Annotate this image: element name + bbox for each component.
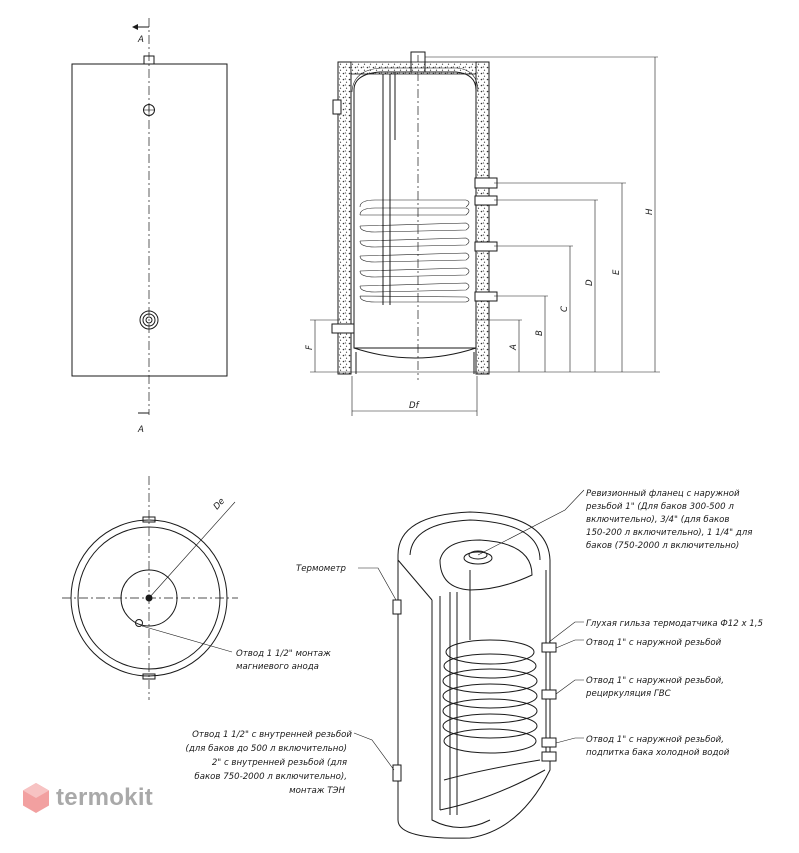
- svg-text:Отвод 1" с наружной резьбой,: Отвод 1" с наружной резьбой,: [586, 735, 724, 745]
- watermark-logo: termokit: [22, 782, 153, 814]
- dim-df: Df: [409, 401, 421, 411]
- outer-circle: [70, 519, 228, 677]
- callout-heater: Отвод 1 1/2" с внутренней резьбой (для б…: [185, 730, 352, 796]
- svg-text:магниевого анода: магниевого анода: [236, 662, 319, 672]
- thermometer-icon: [143, 104, 155, 116]
- heating-coil: [359, 199, 470, 303]
- callout-anode: Отвод 1 1/2" монтаж магниевого анода: [236, 649, 331, 672]
- dim-c: C: [560, 306, 570, 312]
- callout-flange: Ревизионный фланец с наружной резьбой 1"…: [585, 489, 752, 551]
- svg-text:рециркуляция ГВС: рециркуляция ГВС: [585, 689, 671, 699]
- heater-port-icon: [139, 310, 159, 330]
- svg-text:резьбой 1" (Для баков 300-500: резьбой 1" (Для баков 300-500 л: [585, 502, 734, 512]
- svg-text:Ревизионный фланец с наружной: Ревизионный фланец с наружной: [586, 489, 740, 499]
- callout-outlet-recirc: Отвод 1" с наружной резьбой, рециркуляци…: [585, 676, 724, 699]
- svg-text:2" с внутренней резьбой (для: 2" с внутренней резьбой (для: [212, 758, 347, 768]
- section-mark-top: A: [137, 35, 144, 45]
- dim-de: De: [212, 496, 227, 512]
- callout-outlet-cold: Отвод 1" с наружной резьбой, подпитка ба…: [586, 735, 730, 758]
- callout-thermometer: Термометр: [296, 564, 347, 574]
- callout-thermo-sleeve: Глухая гильза термодатчика Ф12 х 1,5: [586, 619, 763, 629]
- insulation-right: [475, 61, 490, 375]
- section-mark-bottom: A: [137, 425, 144, 435]
- watermark-text: termokit: [56, 784, 154, 811]
- svg-text:Отвод 1 1/2" монтаж: Отвод 1 1/2" монтаж: [236, 649, 331, 659]
- anode-port-icon: [135, 619, 143, 627]
- dim-h: H: [645, 208, 655, 215]
- insulation-left: [337, 61, 352, 375]
- dim-e: E: [612, 269, 622, 275]
- callout-outlet-1: Отвод 1" с наружной резьбой: [586, 638, 722, 648]
- svg-text:баков (750-2000 л включительно: баков (750-2000 л включительно): [586, 541, 739, 551]
- cutaway-view: [353, 489, 585, 839]
- dim-a: A: [509, 344, 519, 351]
- svg-text:Отвод 1 1/2" с внутренней резь: Отвод 1 1/2" с внутренней резьбой: [192, 730, 352, 740]
- cutaway-shell: [397, 511, 551, 839]
- svg-text:включительно), 3/4" (для баков: включительно), 3/4" (для баков: [586, 515, 729, 525]
- section-view: H E D C B A F Df: [305, 51, 660, 416]
- plan-view: De: [62, 476, 238, 700]
- dim-b: B: [535, 330, 545, 336]
- dim-f: F: [305, 344, 315, 350]
- hexagon-logo-icon: [23, 783, 49, 813]
- svg-text:(для баков до 500 л включитель: (для баков до 500 л включительно): [185, 744, 347, 754]
- inner-tank: [353, 71, 477, 349]
- svg-text:подпитка бака холодной водой: подпитка бака холодной водой: [586, 748, 730, 758]
- svg-text:150-200 л включительно), 1 1/4: 150-200 л включительно), 1 1/4" для: [586, 528, 752, 538]
- dim-d: D: [585, 279, 595, 286]
- coil-3d: [442, 639, 538, 754]
- svg-text:монтаж ТЭН: монтаж ТЭН: [289, 786, 345, 796]
- front-view: A A: [71, 18, 228, 435]
- svg-text:баков 750-2000 л включительно): баков 750-2000 л включительно),: [194, 772, 347, 782]
- svg-text:Отвод 1" с наружной резьбой,: Отвод 1" с наружной резьбой,: [586, 676, 724, 686]
